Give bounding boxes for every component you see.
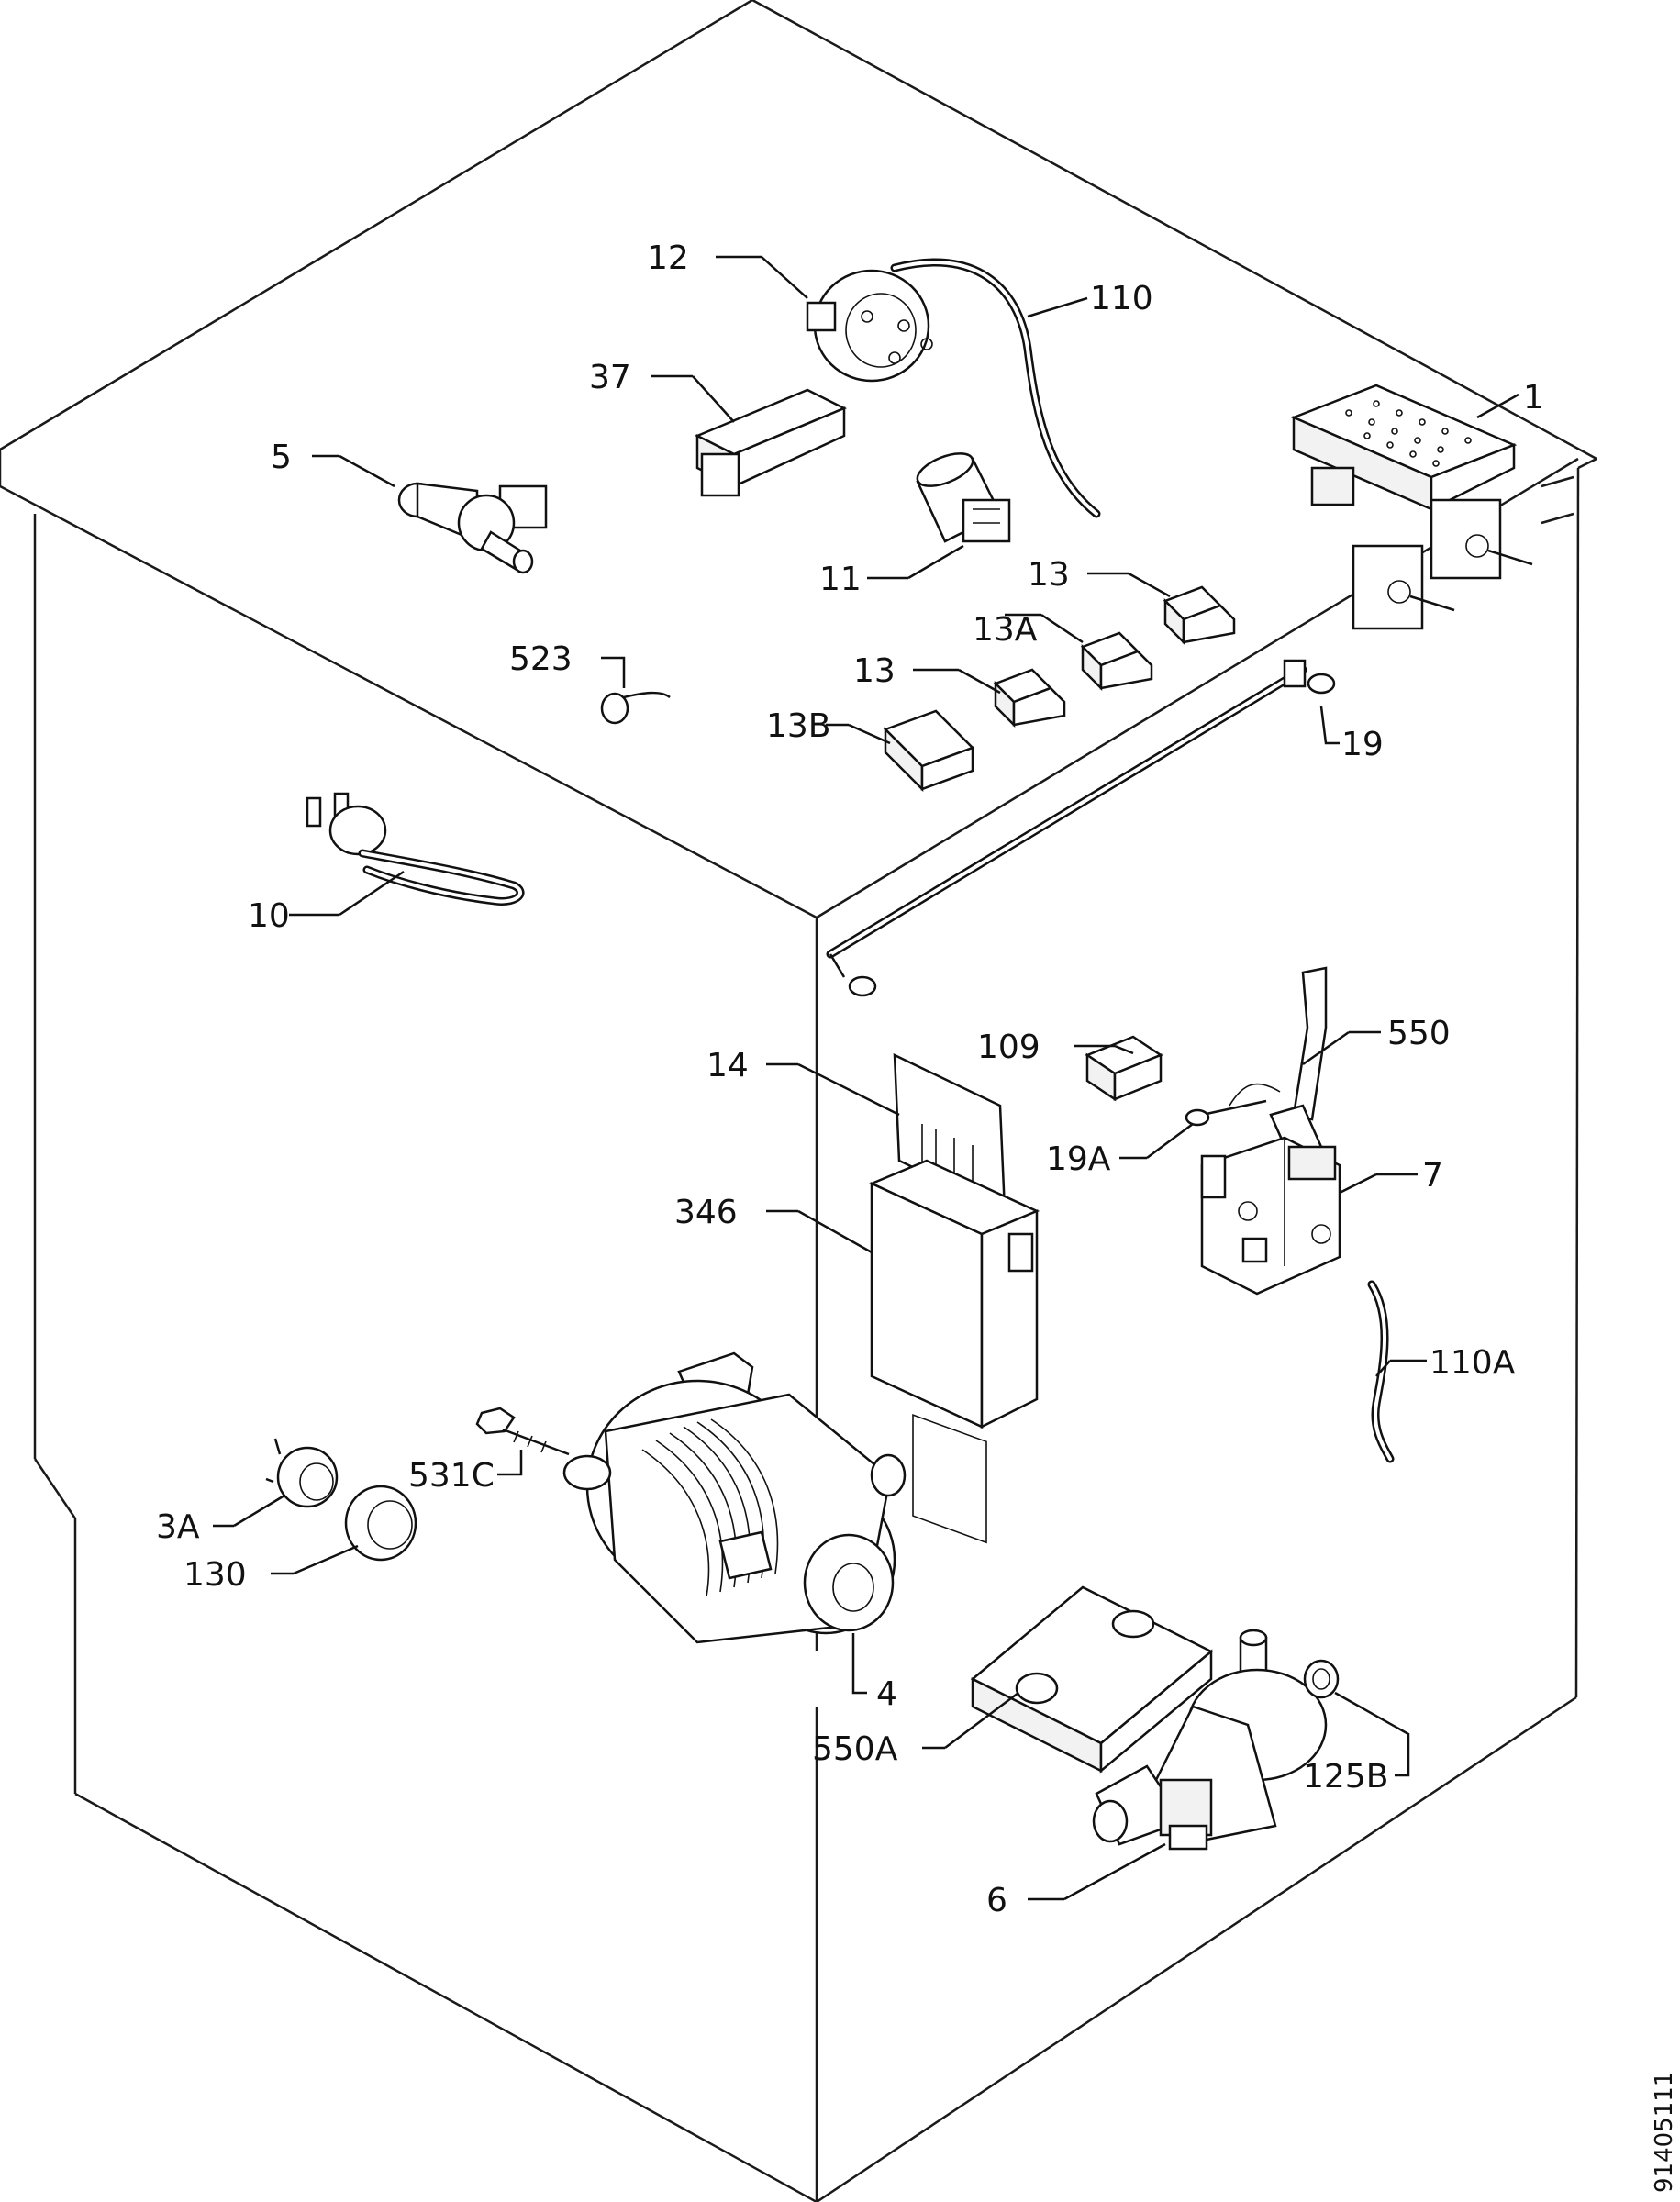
part-5-inlet-valve	[397, 482, 548, 574]
label-12: 12	[647, 239, 689, 277]
part-125B-seal	[1303, 1659, 1340, 1699]
part-110-hose	[890, 258, 1101, 518]
part-10-heating-element	[306, 792, 525, 906]
label-10: 10	[248, 897, 290, 935]
label-19A: 19A	[1046, 1140, 1111, 1178]
label-346: 346	[674, 1194, 738, 1231]
part-550A-foam-block	[970, 1585, 1214, 1774]
part-130-seal	[344, 1485, 417, 1562]
part-13-connector-lower	[993, 668, 1066, 728]
label-13-upper: 13	[1028, 556, 1070, 594]
part-1-program-selector	[1290, 384, 1533, 630]
part-13A-connector	[1080, 631, 1153, 692]
label-7: 7	[1422, 1157, 1443, 1195]
part-13B-connector	[883, 709, 975, 793]
label-6: 6	[986, 1882, 1007, 1919]
part-550-lever	[1269, 966, 1328, 1158]
part-110A-hose	[1367, 1280, 1395, 1463]
part-7-door-lock	[1200, 1136, 1341, 1296]
part-6-drain-pump	[1092, 1629, 1328, 1851]
label-5: 5	[271, 439, 292, 476]
document-number: 91405111	[1651, 2072, 1678, 2193]
label-130: 130	[184, 1556, 247, 1594]
label-531C: 531C	[408, 1457, 495, 1495]
part-531C-screw	[475, 1407, 570, 1456]
part-13-connector-upper	[1163, 585, 1236, 646]
part-109-cover	[1085, 1035, 1163, 1102]
label-109: 109	[977, 1029, 1040, 1066]
label-125B: 125B	[1303, 1758, 1388, 1796]
label-550A: 550A	[812, 1730, 898, 1768]
leader-lines	[213, 255, 1519, 1901]
label-3A: 3A	[156, 1508, 200, 1546]
label-19: 19	[1341, 726, 1384, 763]
label-110A: 110A	[1430, 1344, 1516, 1382]
part-523-clip	[600, 691, 671, 725]
cabinet-outline	[0, 0, 1597, 2202]
part-labels: 1 12 110 37 5 11 13 13A 523 13 13B 19 10…	[156, 239, 1544, 1919]
part-37-terminal-block	[694, 388, 848, 497]
part-12-pressure-switch	[806, 269, 933, 383]
part-11-capacitor	[916, 452, 1011, 543]
label-550: 550	[1387, 1015, 1451, 1052]
part-4-motor	[562, 1351, 907, 1644]
label-1: 1	[1523, 379, 1544, 417]
label-14: 14	[706, 1047, 749, 1084]
label-13B: 13B	[766, 707, 831, 745]
part-346-dispenser-housing	[868, 1159, 1040, 1429]
part-19A-sensor	[1185, 1083, 1281, 1127]
label-37: 37	[589, 359, 631, 396]
label-110: 110	[1090, 280, 1153, 317]
label-13-lower: 13	[853, 652, 896, 690]
label-523: 523	[509, 640, 573, 678]
label-13A: 13A	[973, 611, 1038, 649]
part-19-wire-rod	[826, 659, 1336, 997]
label-11: 11	[819, 561, 862, 598]
part-3A-thermostat	[265, 1438, 339, 1508]
label-4: 4	[876, 1675, 897, 1713]
